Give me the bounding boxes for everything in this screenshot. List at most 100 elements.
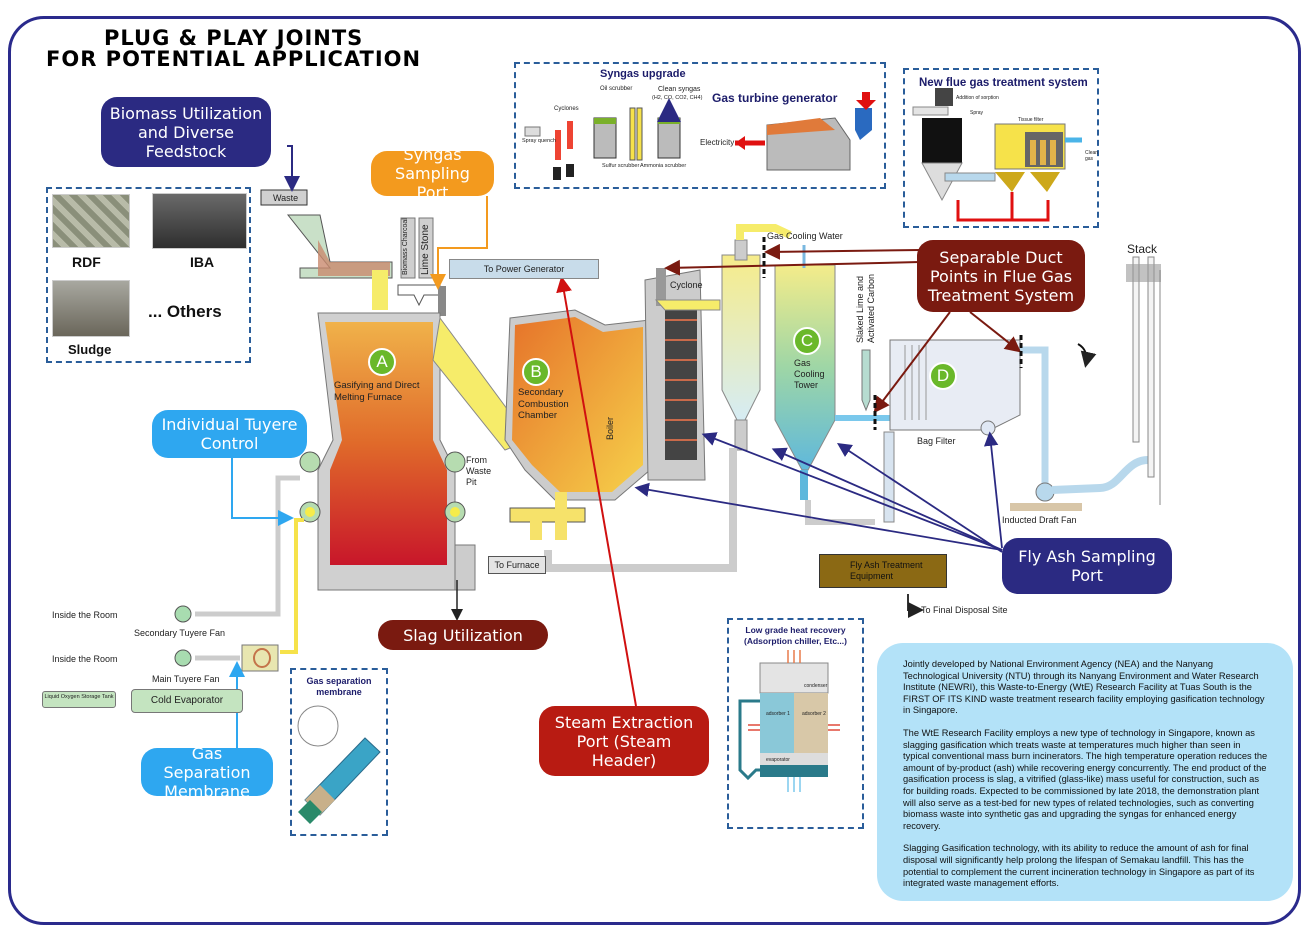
cold-evaporator-box: Cold Evaporator — [131, 689, 243, 713]
label-furnace: Gasifying and Direct Melting Furnace — [334, 380, 420, 403]
gas-turbine-title: Gas turbine generator — [712, 91, 838, 105]
label-main-tuyere-fan: Main Tuyere Fan — [152, 674, 220, 684]
label-final-disposal: To Final Disposal Site — [921, 605, 1008, 615]
lox-tank-box: Liquid Oxygen Storage Tank — [42, 691, 116, 708]
return-pipe — [544, 448, 737, 572]
callout-biomass-utilization: Biomass Utilization and Diverse Feedstoc… — [101, 97, 271, 167]
tuyere-arrow — [231, 458, 294, 526]
flow-arrow — [1077, 343, 1097, 368]
scc-marker-b: B — [522, 358, 550, 386]
label-inside-room-2: Inside the Room — [52, 654, 118, 664]
callout-individual-tuyere-control: Individual Tuyere Control — [152, 410, 307, 458]
membrane-box — [290, 668, 388, 836]
label-inside-room-1: Inside the Room — [52, 610, 118, 620]
flyash-arrows — [634, 431, 1003, 553]
page-title: PLUG & PLAY JOINTS FOR POTENTIAL APPLICA… — [46, 28, 421, 70]
boiler — [644, 268, 721, 481]
tower-marker-c: C — [793, 327, 821, 355]
feedstock-others: ... Others — [148, 302, 222, 321]
membrane-drawing — [297, 705, 381, 824]
feedstock-sludge: Sludge — [68, 342, 112, 357]
info-paragraph-3: Slagging Gasification technology, with i… — [903, 843, 1255, 889]
label-waste: Waste — [273, 193, 299, 203]
label-bag-filter: Bag Filter — [917, 436, 956, 446]
label-gas-cooling-tower: Gas Cooling Tower — [794, 358, 825, 390]
flue-gas-box — [903, 68, 1099, 228]
disposal-arrow — [907, 594, 924, 618]
tuyere-air-lines — [174, 475, 304, 672]
info-paragraph-2: The WtE Research Facility employs a new … — [903, 727, 1268, 831]
info-panel: Jointly developed by National Environmen… — [877, 643, 1293, 901]
label-inducted-draft-fan: Inducted Draft Fan — [1002, 515, 1077, 525]
furnace-marker-a: A — [368, 348, 396, 376]
label-biomass-charcoal: Biomass Charcoal — [402, 218, 409, 275]
syngas-upgrade-box — [514, 62, 886, 189]
duct-arrows — [664, 243, 1022, 414]
cyclone — [721, 224, 792, 451]
page-frame — [8, 16, 1301, 925]
feedstock-iba: IBA — [190, 254, 215, 270]
feedstock-rdf: RDF — [72, 254, 101, 270]
syngas-arrow — [430, 196, 488, 290]
title-line-2: FOR POTENTIAL APPLICATION — [46, 47, 422, 71]
label-tissue-filter: Tissue filter — [1018, 117, 1044, 123]
callout-fly-ash-sampling-port: Fly Ash Sampling Port — [1002, 538, 1172, 594]
lime-injector — [861, 349, 871, 412]
gas-cooling-tower — [774, 245, 836, 500]
duct-break-marks — [762, 237, 1023, 430]
label-oil-scrubber: Oil scrubber — [600, 86, 633, 92]
fly-ash-treatment-box: Fly Ash Treatment Equipment — [819, 554, 947, 588]
label-stack: Stack — [1127, 242, 1158, 256]
adsorption-chiller-drawing — [738, 650, 840, 792]
rdf-photo — [52, 194, 130, 248]
label-electricity: Electricity — [700, 138, 735, 147]
title-line-1: PLUG & PLAY JOINTS — [104, 26, 364, 50]
to-furnace-box: To Furnace — [488, 556, 546, 574]
biomass-arrow — [284, 145, 300, 192]
label-addition-of-sorption: Addition of sorption — [956, 95, 999, 101]
label-boiler: Boiler — [605, 416, 615, 440]
furnace-a — [299, 312, 476, 591]
label-gas-cooling-water: Gas Cooling Water — [767, 231, 843, 241]
label-condenser: condenser — [804, 683, 828, 689]
label-spray: Spray — [970, 110, 984, 116]
heat-recovery-box — [727, 618, 864, 829]
label-scc: Secondary Combustion Chamber — [518, 387, 569, 421]
label-from-waste-pit: From Waste Pit — [466, 455, 492, 487]
flue-gas-drawing — [912, 88, 1082, 222]
feedstock-box — [46, 187, 251, 363]
callout-slag-utilization: Slag Utilization — [378, 620, 548, 650]
steam-arrow — [556, 276, 637, 707]
waste-hopper — [260, 189, 393, 310]
label-cyclone: Cyclone — [670, 280, 703, 290]
sludge-photo — [52, 280, 130, 337]
secondary-combustion-chamber — [504, 309, 651, 540]
label-clean-syngas-composition: (H2, CO, CO2, CH4) — [652, 95, 703, 101]
label-sulfur-scrubber: Sulfur scrubber — [602, 163, 640, 169]
idf-and-stack — [1010, 256, 1161, 511]
heat-recovery-title: Low grade heat recovery (Adsorption chil… — [744, 625, 847, 646]
callout-gas-separation-membrane: Gas Separation Membrane — [141, 744, 273, 801]
callout-steam-extraction-port: Steam Extraction Port (Steam Header) — [539, 706, 709, 776]
label-ammonia-scrubber: Ammonia scrubber — [640, 163, 687, 169]
label-secondary-tuyere-fan: Secondary Tuyere Fan — [134, 628, 226, 638]
flue-gas-title: New flue gas treatment system — [919, 77, 1088, 89]
iba-photo — [152, 193, 247, 249]
callout-syngas-sampling-port: Syngas Sampling Port — [371, 145, 494, 202]
to-power-generator-box: To Power Generator — [449, 259, 599, 279]
info-paragraph-1: Jointly developed by National Environmen… — [903, 659, 1265, 716]
tower-ash-pipe — [805, 500, 875, 525]
label-adsorber-1: adsorber 1 — [766, 711, 790, 717]
syngas-upgrade-title: Syngas upgrade — [600, 68, 686, 80]
callout-separable-duct-points: Separable Duct Points in Flue Gas Treatm… — [917, 240, 1085, 312]
label-evaporator: evaporator — [766, 757, 790, 763]
label-cyclones: Cyclones — [554, 106, 579, 112]
label-slaked-lime: Slaked Lime and Activated Carbon — [855, 273, 876, 343]
additive-chutes — [397, 217, 446, 316]
syngas-upgrade-drawing — [524, 92, 876, 180]
label-clean-gas: Clean gas — [1085, 150, 1099, 162]
label-clean-syngas: Clean syngas — [658, 86, 701, 93]
label-spray-quench: Spray quench — [522, 138, 556, 144]
label-lime-stone: Lime Stone — [420, 224, 431, 275]
